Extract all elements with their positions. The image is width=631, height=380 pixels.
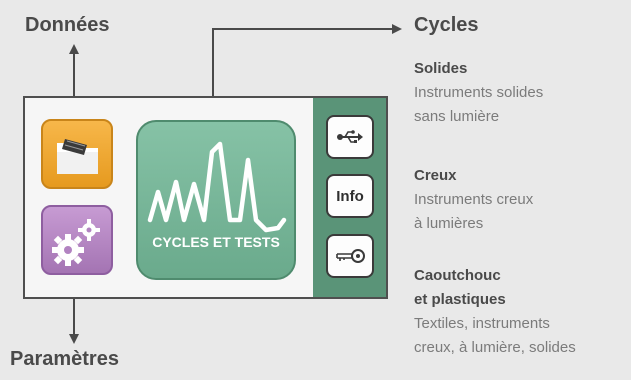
cycle-solides: Solides Instruments solides sans lumière [414,57,629,129]
cycles-tests-tile[interactable] [136,120,296,280]
info-button-label: Info [336,187,364,205]
label-donnees: Données [25,14,110,36]
cycle-desc-line: Instruments creux [414,191,534,208]
data-folder-button[interactable] [41,119,113,189]
cycle-title: Creux [414,167,457,184]
settings-gears-button[interactable] [41,205,113,275]
usb-button[interactable] [326,115,374,159]
key-button[interactable] [326,234,374,278]
cycle-title: et plastiques [414,291,506,308]
cycle-desc-line: creux, à lumière, solides [414,339,576,356]
arrow-to-cycles [212,24,402,108]
cycle-creux: Creux Instruments creux à lumières [414,164,629,236]
label-parametres: Paramètres [10,348,119,370]
cycle-desc-line: Textiles, instruments [414,315,550,332]
cycle-title: Caoutchouc [414,267,501,284]
info-button[interactable]: Info [326,174,374,218]
cycle-desc-line: Instruments solides [414,84,544,101]
folder-icon [57,139,98,174]
cycles-tests-label: CYCLES ET TESTS [152,234,280,250]
key-icon [336,249,365,263]
cycle-desc-line: sans lumière [414,108,500,125]
gears-icon [52,219,100,266]
cycle-desc-line: à lumières [414,215,484,232]
waveform-icon [147,141,287,233]
cycle-caoutchouc: Caoutchouc et plastiques Textiles, instr… [414,264,629,360]
usb-icon [337,130,363,143]
label-cycles: Cycles [414,14,479,36]
cycle-title: Solides [414,60,468,77]
